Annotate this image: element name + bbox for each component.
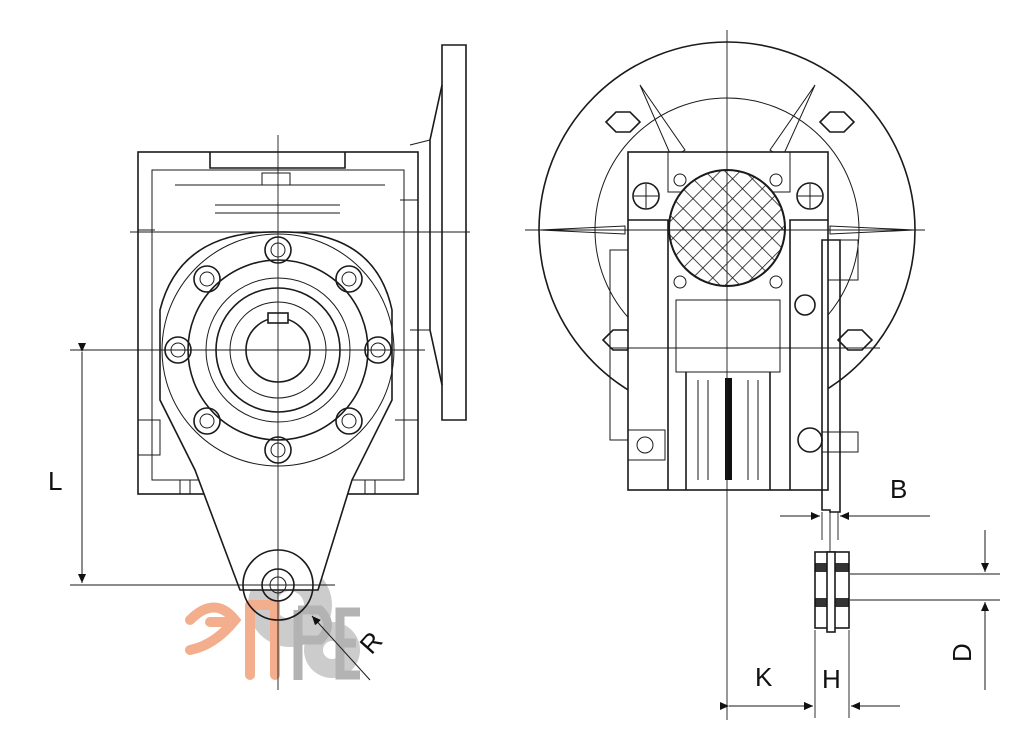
dim-label-k: K [755,662,773,692]
dim-label-h: H [822,664,841,694]
front-view [70,44,470,690]
dim-label-l: L [48,466,62,496]
side-view [525,30,1000,720]
dim-label-b: B [890,474,907,504]
dim-label-d: D [947,643,977,662]
